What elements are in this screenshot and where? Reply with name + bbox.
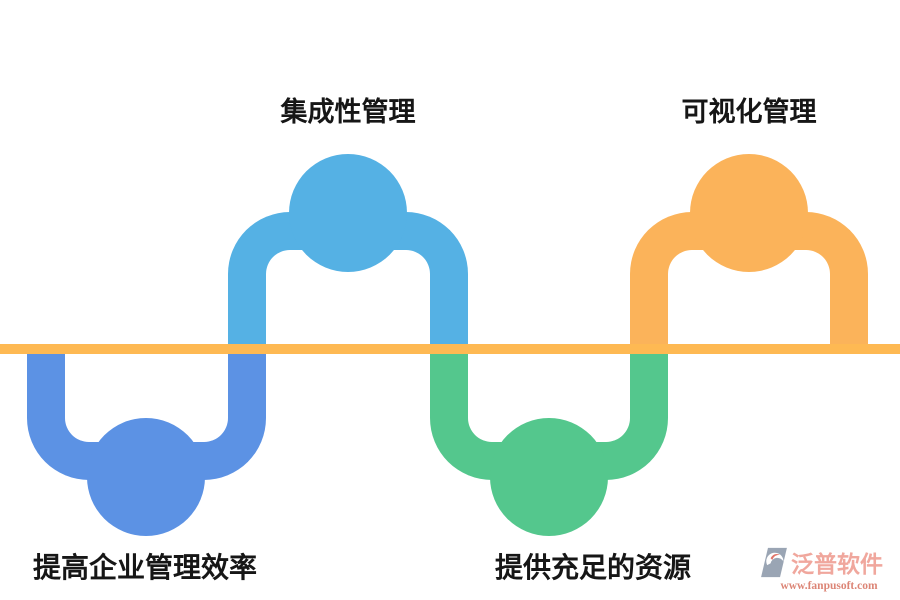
visualization-node-circle: [690, 154, 808, 272]
efficiency-node-circle: [87, 418, 205, 536]
visualization-label: 可视化管理: [681, 97, 817, 127]
efficiency-label: 提高企业管理效率: [32, 552, 257, 583]
watermark-url-text: www.fanpusoft.com: [780, 580, 878, 592]
integration-node-circle: [289, 154, 407, 272]
fanpu-logo-icon: [760, 547, 788, 578]
integration-label: 集成性管理: [280, 97, 416, 127]
watermark-brand-text: 泛普软件: [791, 551, 883, 577]
watermark: 泛普软件 www.fanpusoft.com: [760, 545, 898, 592]
resources-node-circle: [490, 418, 608, 536]
resources-label: 提供充足的资源: [494, 552, 691, 583]
baseline-rule: [0, 344, 900, 354]
